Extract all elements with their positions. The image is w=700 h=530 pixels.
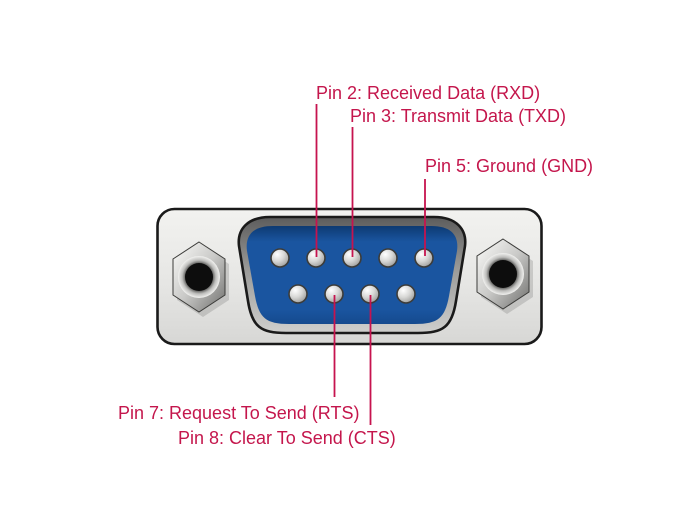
- pin-6: [288, 284, 308, 304]
- label-pin3: Pin 3: Transmit Data (TXD): [350, 106, 566, 126]
- pin-5: [414, 248, 434, 268]
- label-pin2: Pin 2: Received Data (RXD): [316, 83, 540, 103]
- pin-9: [396, 284, 416, 304]
- label-pin8: Pin 8: Clear To Send (CTS): [178, 428, 396, 448]
- right-screw-hole: [489, 260, 517, 288]
- left-hex-nut: [172, 241, 229, 317]
- pin-4: [378, 248, 398, 268]
- label-pin7: Pin 7: Request To Send (RTS): [118, 403, 359, 423]
- pin-1: [270, 248, 290, 268]
- right-hex-nut: [476, 238, 533, 314]
- left-screw-hole: [185, 263, 213, 291]
- label-pin5: Pin 5: Ground (GND): [425, 156, 593, 176]
